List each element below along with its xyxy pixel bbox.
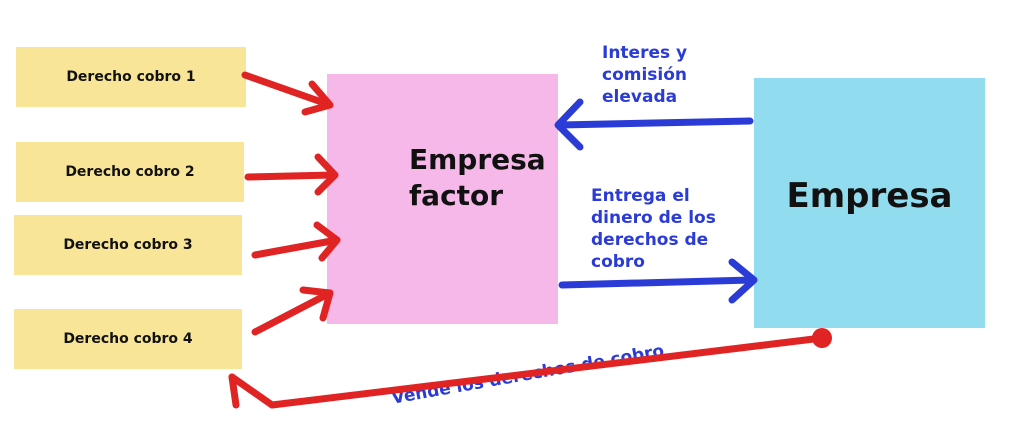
interes-label: Interes y comisión elevada <box>602 43 688 107</box>
empresa-factor-box: Empresa factor <box>327 74 558 324</box>
note-derecho-cobro-4: Derecho cobro 4 <box>14 309 242 369</box>
note-derecho-cobro-3: Derecho cobro 3 <box>14 215 242 275</box>
arrow-vende <box>228 334 826 409</box>
note-derecho-cobro-2: Derecho cobro 2 <box>16 142 244 202</box>
arrow-cobro-4 <box>251 286 334 336</box>
arrow-cobro-2 <box>244 153 339 196</box>
empresa-label: Empresa <box>786 176 953 216</box>
arrow-entrega <box>558 258 758 304</box>
arrow-cobro-3 <box>251 221 341 262</box>
arrow-interes <box>554 98 754 151</box>
note-derecho-cobro-1: Derecho cobro 1 <box>16 47 246 107</box>
empresa-box: Empresa <box>754 78 985 328</box>
entrega-label: Entrega el dinero de los derechos de cob… <box>591 186 716 272</box>
vende-origin-dot <box>812 328 832 348</box>
empresa-factor-label: Empresa factor <box>409 143 546 212</box>
arrow-cobro-1 <box>241 71 334 116</box>
